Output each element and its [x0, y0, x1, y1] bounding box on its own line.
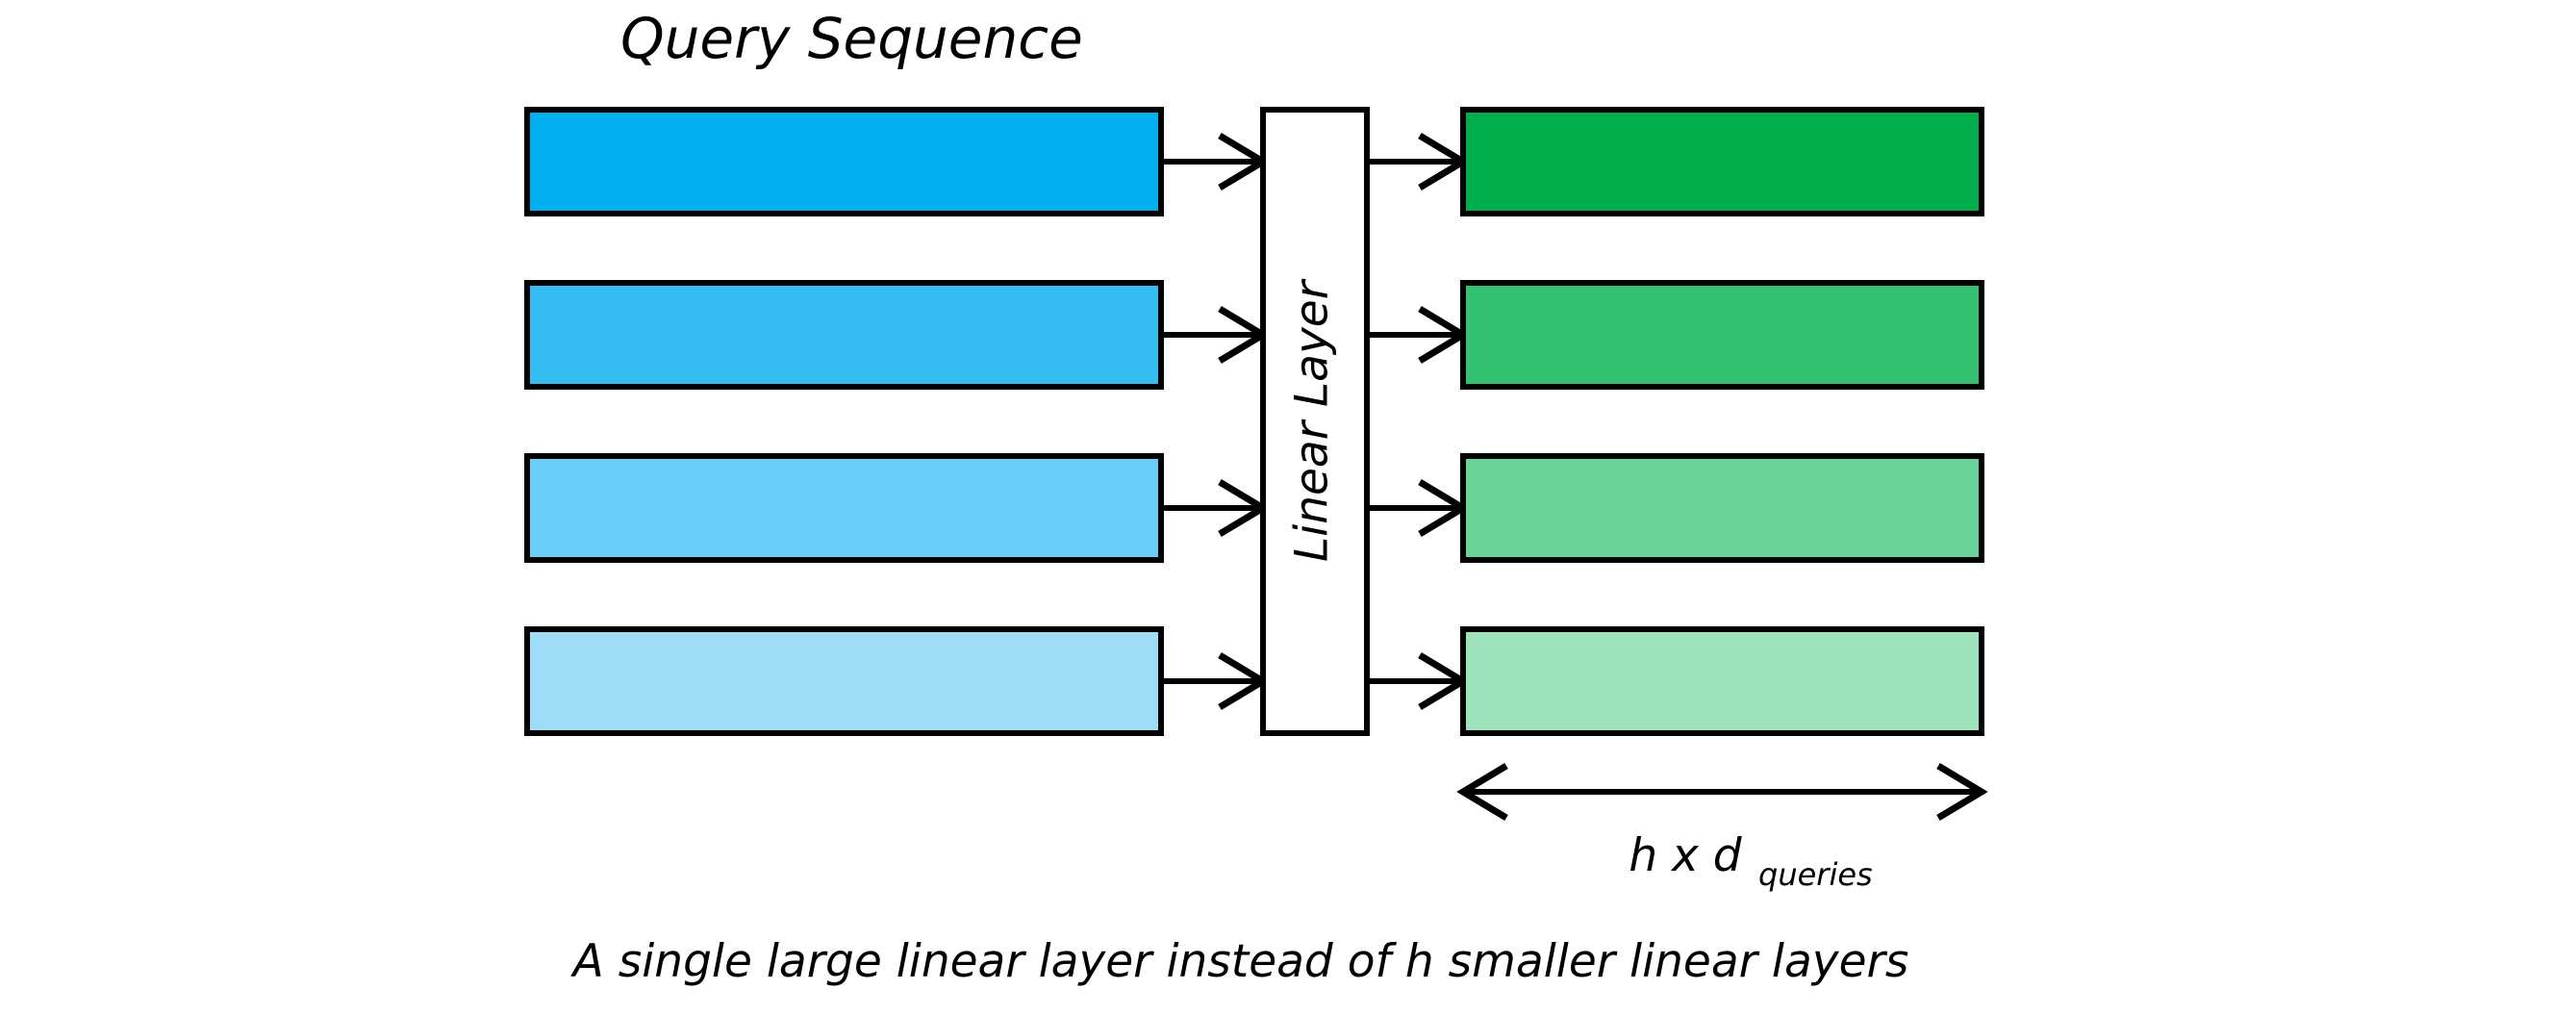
arrow-out-4 — [1367, 651, 1470, 711]
dimension-label-base: h x d — [1629, 829, 1742, 882]
linear-layer-rect[interactable] — [1260, 107, 1370, 736]
projected-row-2[interactable] — [1460, 280, 1984, 390]
arrow-in-2 — [1161, 305, 1270, 365]
arrow-in-1 — [1161, 132, 1270, 191]
output-arrows-group — [1367, 132, 1470, 711]
input-arrows-group — [1161, 132, 1270, 711]
arrow-out-2 — [1367, 305, 1470, 365]
linear-layer-box[interactable]: Linear Layer — [1260, 107, 1370, 736]
query-row-3[interactable] — [524, 453, 1164, 563]
dimension-label: h x d queries — [1629, 829, 1872, 893]
dimension-double-arrow — [1456, 762, 1988, 822]
arrow-out-3 — [1367, 478, 1470, 538]
projected-output-group — [1460, 107, 1984, 736]
arrow-in-4 — [1161, 651, 1270, 711]
query-row-4[interactable] — [524, 626, 1164, 736]
dimension-label-subscript: queries — [1758, 856, 1873, 893]
arrow-in-3 — [1161, 478, 1270, 538]
page-title: Query Sequence — [620, 6, 1083, 71]
arrow-out-1 — [1367, 132, 1470, 191]
query-sequence-group — [524, 107, 1164, 736]
query-row-2[interactable] — [524, 280, 1164, 390]
projected-row-1[interactable] — [1460, 107, 1984, 216]
projected-row-4[interactable] — [1460, 626, 1984, 736]
query-row-1[interactable] — [524, 107, 1164, 216]
figure-caption: A single large linear layer instead of h… — [570, 935, 1909, 988]
projected-row-3[interactable] — [1460, 453, 1984, 563]
linear-layer-label: Linear Layer — [1286, 278, 1339, 562]
